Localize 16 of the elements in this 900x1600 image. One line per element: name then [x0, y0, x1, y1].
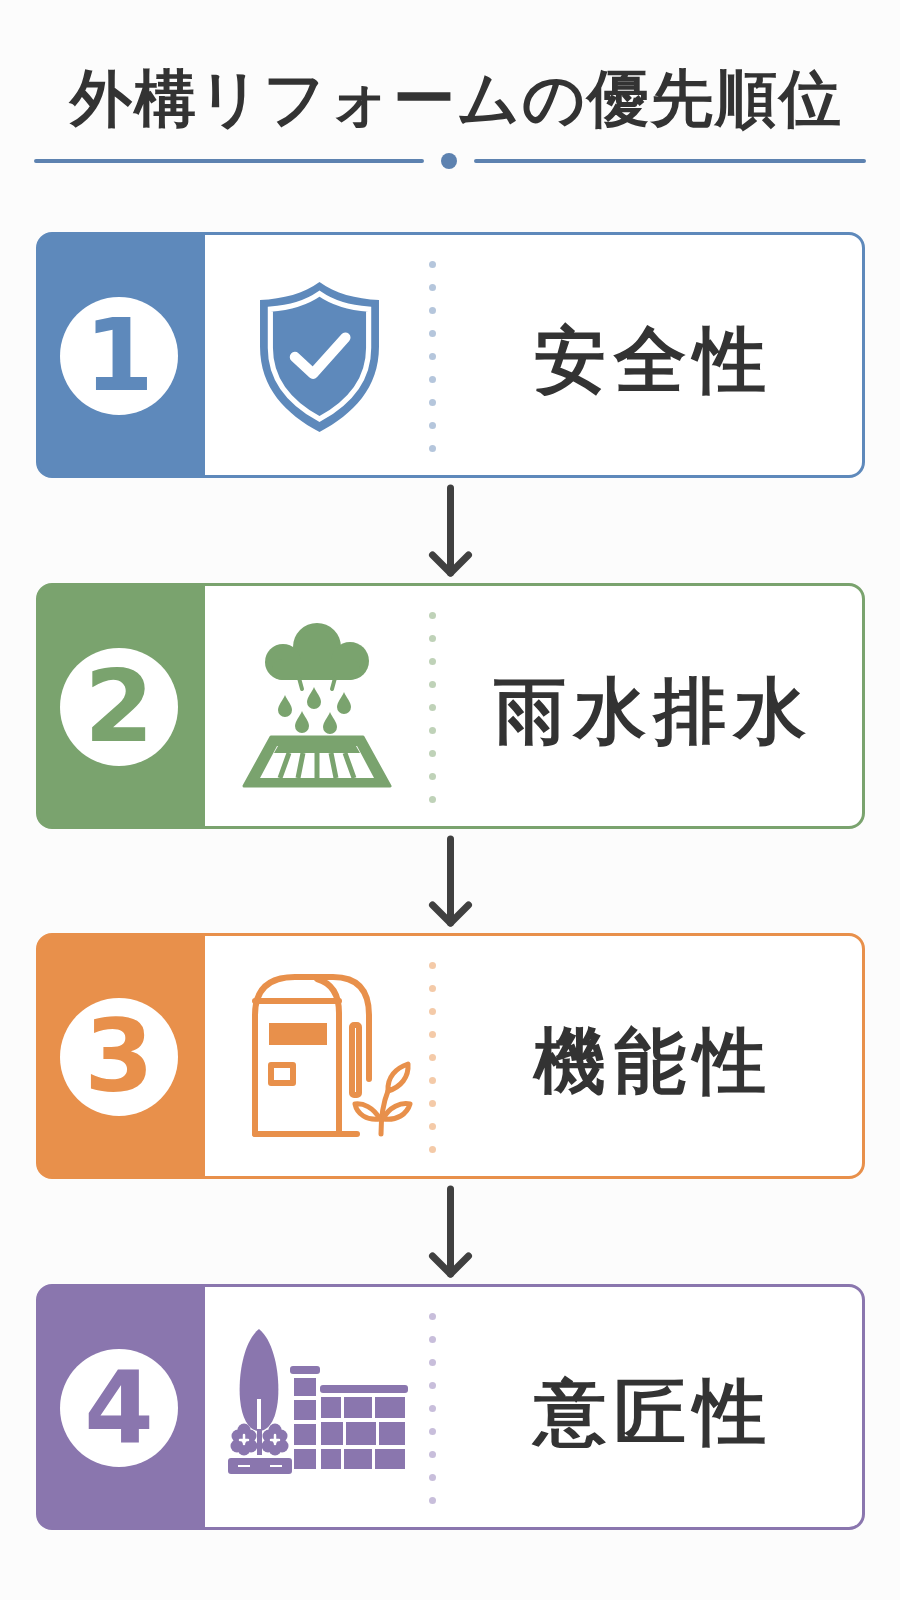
- number-circle: 2: [60, 648, 178, 766]
- step-card: [36, 232, 865, 478]
- arrow: [429, 835, 472, 927]
- step-label: 意匠性: [534, 1368, 774, 1456]
- number-circle: 1: [60, 297, 178, 415]
- step-label: 雨水排水: [494, 667, 814, 755]
- number-circle: 3: [60, 998, 178, 1116]
- title: 外構リフォームの優先順位: [69, 61, 843, 137]
- arrow: [429, 484, 472, 577]
- step-card: [36, 933, 865, 1179]
- step-card: [36, 1284, 865, 1530]
- step-card: [36, 583, 865, 829]
- arrow: [429, 1185, 472, 1278]
- step-label: 安全性: [534, 316, 774, 404]
- step-label: 機能性: [534, 1017, 774, 1105]
- number-circle: 4: [60, 1349, 178, 1467]
